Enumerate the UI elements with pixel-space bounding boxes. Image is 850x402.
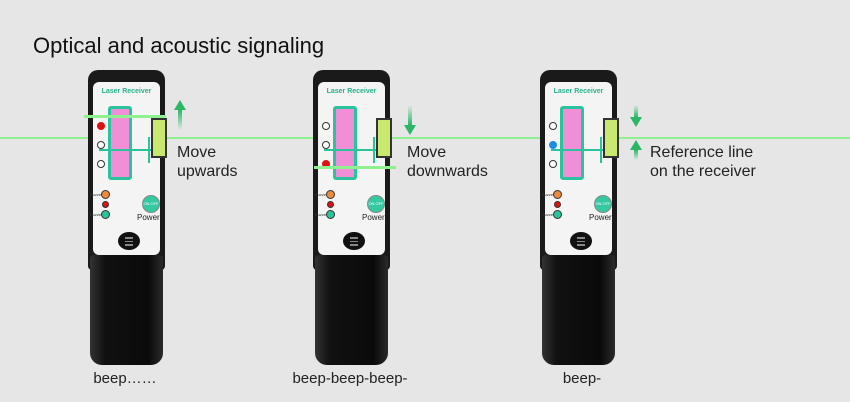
receiver-grip — [315, 255, 388, 365]
buzzer-led — [554, 201, 561, 208]
led-middle — [322, 141, 330, 149]
power-button[interactable]: ON OFF — [142, 195, 160, 213]
bubble-vial — [151, 118, 167, 158]
laser-receiver-3: Laser Receiver Buzzer on Buzzer off ON O… — [540, 70, 619, 365]
buzzer-on-led — [553, 190, 562, 199]
beep-pattern: beep-beep-beep- — [292, 370, 408, 387]
power-button[interactable]: ON OFF — [594, 195, 612, 213]
reference-mark — [600, 137, 602, 163]
buzzer-off-led — [326, 210, 335, 219]
display-window — [560, 106, 584, 180]
power-label: Power — [589, 213, 612, 222]
speaker-icon — [343, 232, 365, 250]
laser-line — [0, 137, 850, 139]
led-bottom — [549, 160, 557, 168]
buzzer-on-led — [101, 190, 110, 199]
buzzer-off-led — [101, 210, 110, 219]
buzzer-on-label: Buzzer on — [315, 192, 327, 197]
led-top — [97, 122, 105, 130]
power-button[interactable]: ON OFF — [367, 195, 385, 213]
speaker-icon — [570, 232, 592, 250]
buzzer-led — [327, 201, 334, 208]
bubble-vial — [376, 118, 392, 158]
brand-label: Laser Receiver — [553, 88, 604, 95]
led-top — [322, 122, 330, 130]
speaker-icon — [118, 232, 140, 250]
laser-receiver-2: Laser Receiver Buzzer on Buzzer off ON O… — [313, 70, 392, 365]
bubble-vial — [603, 118, 619, 158]
brand-label: Laser Receiver — [326, 88, 377, 95]
buzzer-on-label: Buzzer on — [90, 192, 102, 197]
brand-label: Laser Receiver — [101, 88, 152, 95]
led-bottom — [97, 160, 105, 168]
led-middle — [549, 141, 557, 149]
center-mark — [324, 149, 387, 151]
center-mark — [99, 149, 162, 151]
buzzer-on-label: Buzzer on — [542, 192, 554, 197]
receiver-face: Laser Receiver Buzzer on Buzzer off ON O… — [90, 82, 162, 255]
signal-description: Move downwards — [407, 144, 488, 180]
beep-pattern: beep- — [562, 370, 602, 387]
led-top — [549, 122, 557, 130]
receiver-face: Laser Receiver Buzzer on Buzzer off ON O… — [542, 82, 614, 255]
receiver-grip — [542, 255, 615, 365]
receiver-grip — [90, 255, 163, 365]
reference-mark — [373, 137, 375, 163]
buzzer-off-label: Buzzer off — [90, 212, 102, 217]
buzzer-off-led — [553, 210, 562, 219]
signal-description: Move upwards — [177, 144, 238, 180]
buzzer-on-led — [326, 190, 335, 199]
laser-on-display — [314, 166, 396, 169]
buzzer-off-label: Buzzer off — [542, 212, 554, 217]
laser-receiver-1: Laser Receiver Buzzer on Buzzer off ON O… — [88, 70, 167, 365]
beep-pattern: beep…… — [93, 370, 157, 387]
power-label: Power — [362, 213, 385, 222]
power-label: Power — [137, 213, 160, 222]
buzzer-led — [102, 201, 109, 208]
center-mark — [551, 149, 614, 151]
display-window — [108, 106, 132, 180]
laser-on-display — [84, 115, 166, 118]
title: Optical and acoustic signaling — [33, 33, 325, 58]
buzzer-off-label: Buzzer off — [315, 212, 327, 217]
signal-description: Reference line on the receiver — [650, 144, 756, 180]
led-middle — [97, 141, 105, 149]
reference-mark — [148, 137, 150, 163]
